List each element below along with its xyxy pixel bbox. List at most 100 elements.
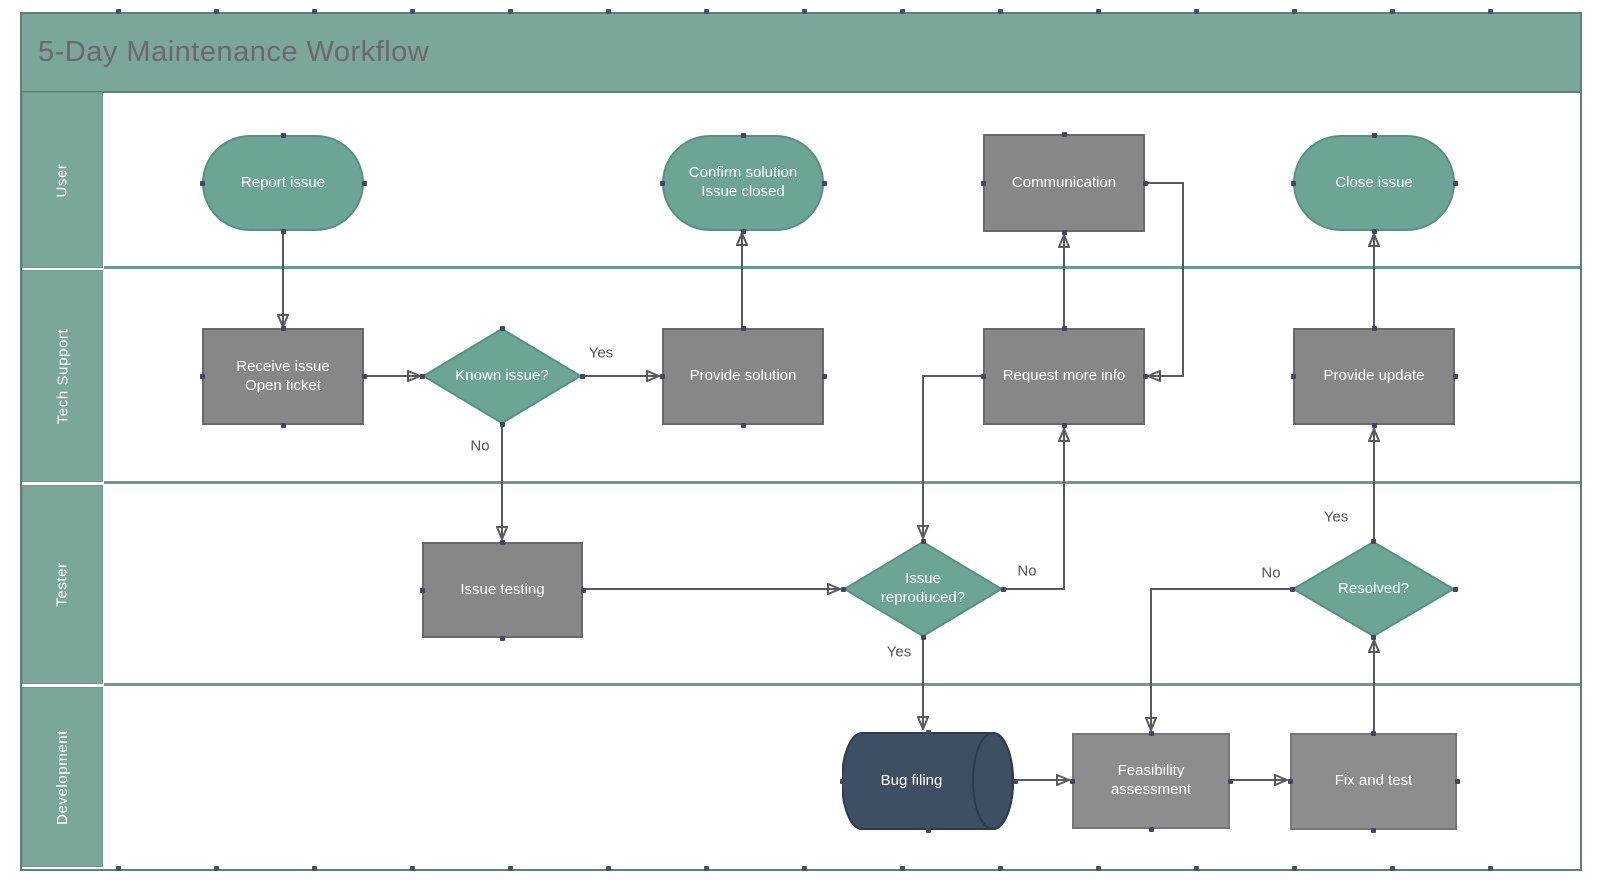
node-issue-testing[interactable]: Issue testing	[422, 542, 583, 638]
connection-point	[1289, 586, 1295, 592]
connection-point	[280, 132, 286, 138]
connection-point	[280, 422, 286, 428]
connection-point	[1452, 180, 1458, 186]
connection-point	[1142, 374, 1148, 379]
connection-point	[1290, 180, 1296, 186]
connector-reproduced-no-to-request-info[interactable]	[1003, 430, 1064, 590]
connection-point	[839, 778, 845, 784]
connection-point	[659, 180, 665, 186]
connection-point	[361, 374, 367, 379]
connection-point	[821, 374, 827, 379]
connection-point	[499, 421, 505, 427]
node-communication[interactable]: Communication	[983, 134, 1145, 232]
lane-divider	[104, 266, 1580, 269]
connection-point	[920, 538, 926, 544]
page-handle	[409, 9, 415, 14]
node-receive-issue[interactable]: Receive issue Open ticket	[202, 328, 364, 425]
node-close-issue[interactable]: Close issue	[1293, 135, 1455, 231]
page-handle	[115, 9, 121, 14]
node-label: Provide solution	[689, 367, 797, 385]
node-confirm-solution[interactable]: Confirm solution Issue closed	[662, 135, 824, 231]
connection-point	[580, 587, 586, 593]
page-handle	[409, 866, 415, 871]
node-label: Issue reproduced?	[880, 570, 966, 606]
node-label: Feasibility assessment	[1110, 762, 1192, 798]
connection-point	[1000, 586, 1006, 592]
connection-point	[1061, 229, 1067, 235]
connection-point	[1371, 228, 1377, 234]
page-handle	[1487, 9, 1493, 14]
node-label: Report issue	[240, 173, 326, 191]
connector-communication-to-request-info[interactable]	[1146, 182, 1184, 376]
lane-divider	[104, 481, 1580, 484]
connection-point	[1148, 826, 1154, 832]
page-handle	[1095, 866, 1101, 871]
connection-point	[1012, 778, 1018, 784]
connection-point	[280, 325, 286, 331]
node-resolved[interactable]: Resolved?	[1292, 541, 1455, 637]
node-issue-reproduced[interactable]: Issue reproduced?	[843, 541, 1003, 637]
connection-point	[1371, 325, 1377, 331]
connection-point	[659, 374, 665, 379]
page-handle	[507, 9, 513, 14]
node-provide-update[interactable]: Provide update	[1293, 328, 1455, 425]
connection-point	[500, 635, 505, 641]
connection-point	[1290, 374, 1296, 379]
connection-point	[1142, 180, 1148, 186]
lane-header-user[interactable]: User	[22, 92, 103, 268]
page-handle	[899, 866, 905, 871]
page-handle	[1487, 866, 1493, 871]
edge-label-reproduced-no: No	[1017, 562, 1037, 580]
connection-point	[926, 827, 931, 833]
page-handle	[1193, 9, 1199, 14]
connector-resolved-no-to-feasibility[interactable]	[1151, 588, 1291, 729]
node-label: Request more info	[1002, 367, 1126, 385]
node-label: Communication	[1011, 173, 1117, 191]
node-label: Bug filing	[880, 771, 943, 789]
connector-request-info-to-reproduced[interactable]	[923, 375, 982, 537]
page-handle	[997, 866, 1003, 871]
page-handle	[1389, 9, 1395, 14]
connection-point	[1371, 827, 1376, 833]
node-bug-filing[interactable]: Bug filing	[842, 732, 1015, 830]
connection-point	[280, 228, 286, 234]
lane-header-tester[interactable]: Tester	[22, 485, 103, 684]
node-request-more-info[interactable]: Request more info	[983, 328, 1145, 425]
connection-point	[199, 180, 205, 186]
connection-point	[740, 325, 746, 331]
connection-point	[926, 729, 931, 735]
connection-point	[920, 634, 926, 640]
connection-point	[419, 373, 425, 379]
page-handle	[605, 9, 611, 14]
page-handle	[311, 866, 317, 871]
connection-point	[1287, 779, 1293, 784]
connection-point	[740, 132, 746, 138]
page-handle	[801, 866, 807, 871]
connection-point	[361, 180, 367, 186]
connection-point	[1371, 730, 1376, 736]
connection-point	[740, 228, 746, 234]
page-handle	[213, 866, 219, 871]
connection-point	[980, 374, 986, 379]
node-report-issue[interactable]: Report issue	[202, 135, 364, 231]
page-handle	[115, 866, 121, 871]
lane-divider	[104, 683, 1580, 686]
node-feasibility-assessment[interactable]: Feasibility assessment	[1072, 733, 1230, 829]
connection-point	[1371, 634, 1376, 640]
lane-header-development[interactable]: Development	[22, 687, 103, 867]
node-label: Close issue	[1335, 173, 1413, 191]
edge-label-known-no: No	[470, 437, 490, 455]
page-handle	[1193, 866, 1199, 871]
title-bar[interactable]: 5-Day Maintenance Workflow	[20, 12, 1582, 93]
node-provide-solution[interactable]: Provide solution	[662, 328, 824, 425]
node-label: Issue testing	[460, 580, 545, 598]
node-known-issue[interactable]: Known issue?	[422, 328, 582, 424]
page-handle	[1291, 9, 1297, 14]
connection-point	[199, 374, 205, 379]
node-fix-and-test[interactable]: Fix and test	[1290, 733, 1457, 830]
connection-point	[1061, 325, 1067, 331]
lane-header-tech-support[interactable]: Tech Support	[22, 270, 103, 482]
page-handle	[1291, 866, 1297, 871]
edge-label-resolved-yes: Yes	[1323, 508, 1349, 526]
